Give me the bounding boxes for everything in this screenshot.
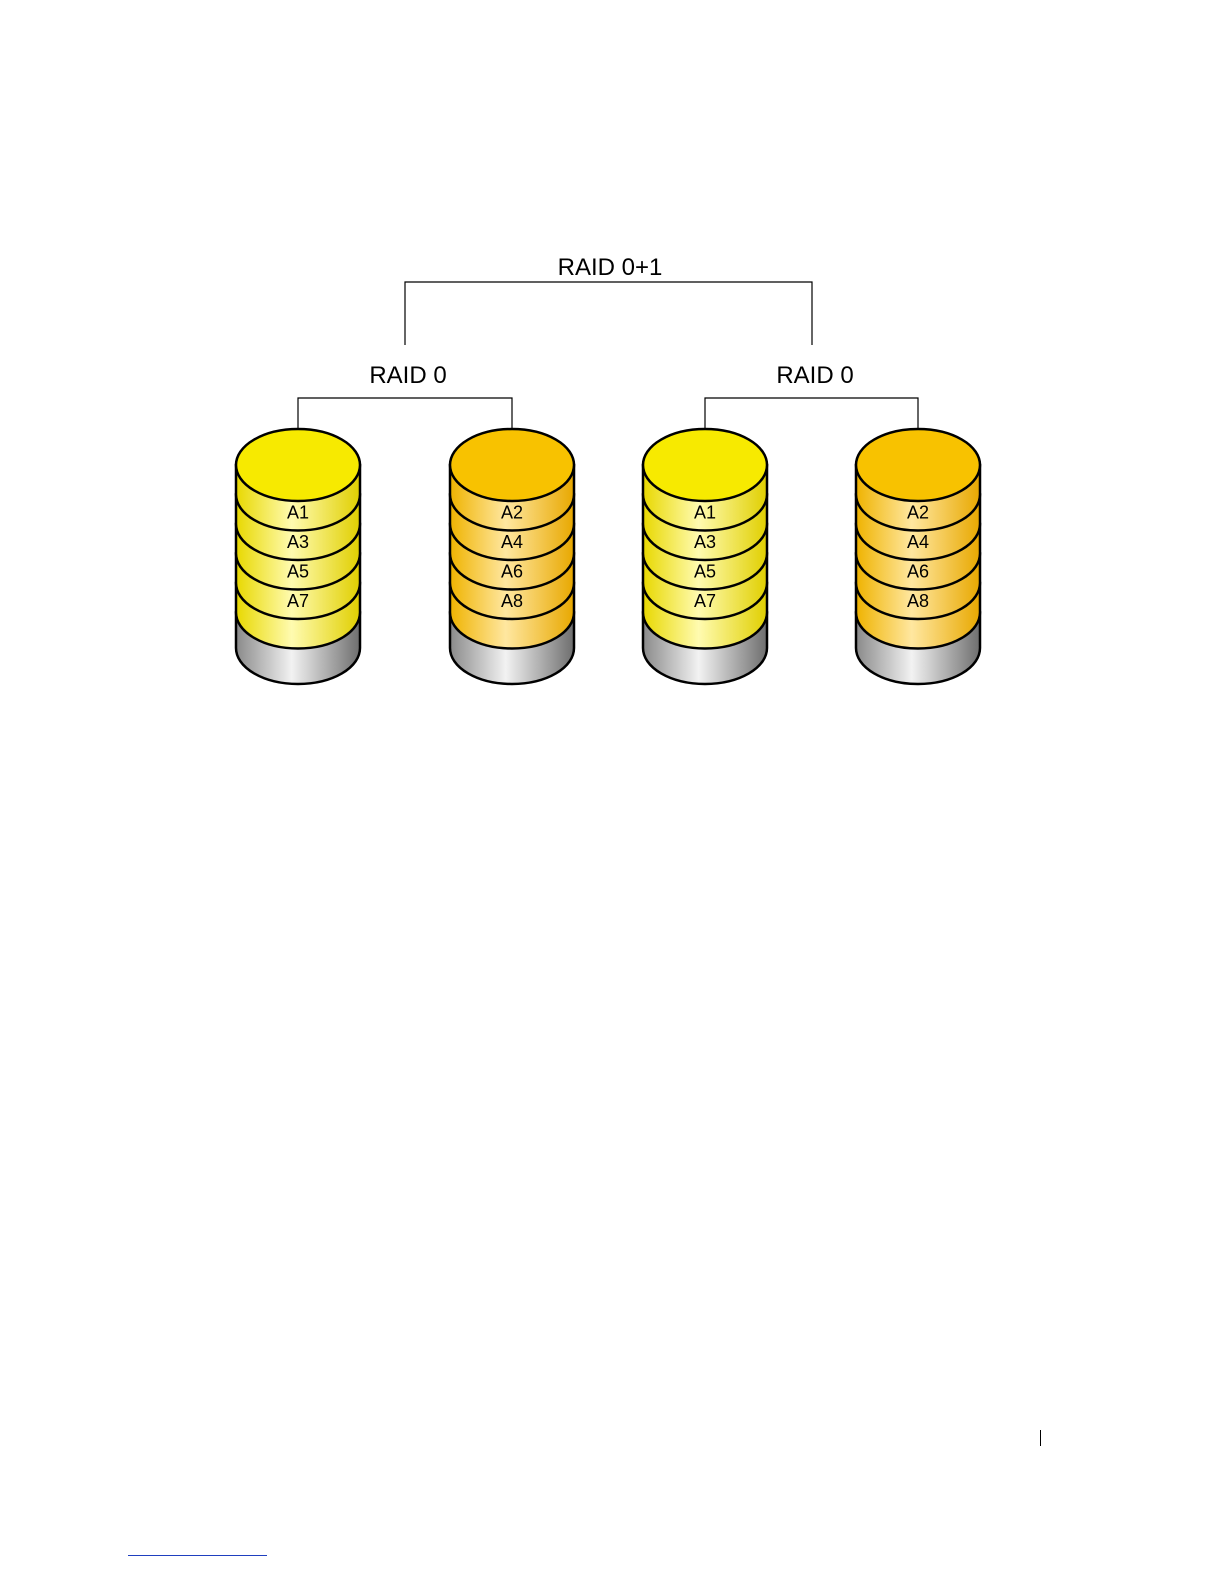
footer-link-underline xyxy=(128,1555,267,1556)
block-label: A4 xyxy=(501,532,523,552)
raid0-label-left: RAID 0 xyxy=(369,362,446,389)
raid0-label-right: RAID 0 xyxy=(776,362,853,389)
block-label: A5 xyxy=(287,562,309,582)
disk-top xyxy=(856,429,980,501)
block-label: A2 xyxy=(907,503,929,523)
block-label: A3 xyxy=(287,532,309,552)
disk-top xyxy=(450,429,574,501)
block-label: A1 xyxy=(694,503,716,523)
page-number-marker xyxy=(1040,1430,1041,1446)
block-label: A8 xyxy=(907,591,929,611)
disk-top xyxy=(236,429,360,501)
block-label: A4 xyxy=(907,532,929,552)
raid01-label: RAID 0+1 xyxy=(558,254,663,281)
block-label: A7 xyxy=(287,591,309,611)
block-label: A5 xyxy=(694,562,716,582)
block-label: A6 xyxy=(907,562,929,582)
block-label: A6 xyxy=(501,562,523,582)
block-label: A7 xyxy=(694,591,716,611)
block-label: A2 xyxy=(501,503,523,523)
block-label: A8 xyxy=(501,591,523,611)
raid01-bracket xyxy=(405,282,812,345)
disk-top xyxy=(643,429,767,501)
block-label: A1 xyxy=(287,503,309,523)
block-label: A3 xyxy=(694,532,716,552)
